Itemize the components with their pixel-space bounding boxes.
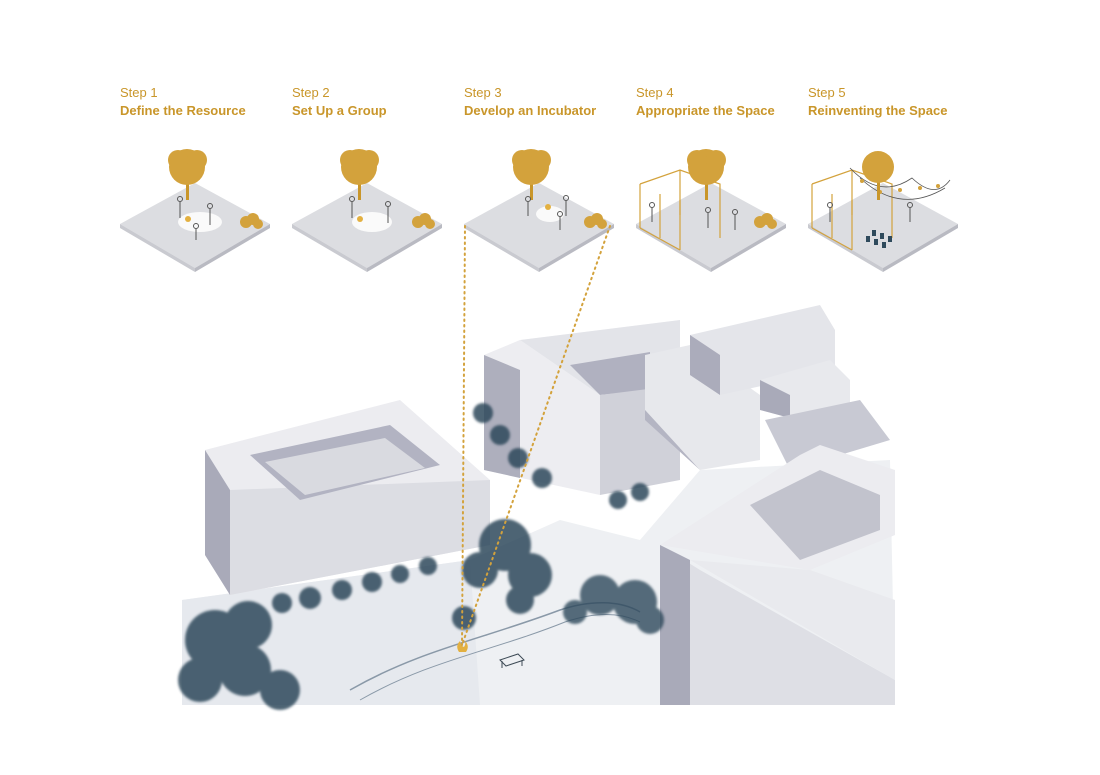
step-number: Step 2 <box>292 85 330 100</box>
tree-cluster-right <box>563 575 664 634</box>
people-icon <box>649 202 738 230</box>
tree-cluster-left <box>178 601 300 710</box>
people-icon <box>177 196 213 240</box>
tree-avenue <box>473 403 649 509</box>
tree-icon <box>862 151 894 200</box>
site-model <box>178 305 895 710</box>
fire-icon <box>457 641 468 652</box>
step-2: Step 2 Set Up a Group <box>292 84 462 120</box>
shrub-icon <box>584 213 607 229</box>
shrub-icon <box>240 213 263 229</box>
people-icon <box>349 196 391 223</box>
people-icon <box>827 202 913 222</box>
fire-icon <box>185 216 191 222</box>
step-1-panel <box>120 149 270 272</box>
tree-icon <box>687 149 726 200</box>
shrub-icon <box>412 213 435 229</box>
tree-row <box>272 557 437 613</box>
step-3-panel <box>464 149 614 272</box>
step-number: Step 1 <box>120 85 158 100</box>
step-2-panel <box>292 149 442 272</box>
people-icon <box>525 195 569 230</box>
string-lights-icon <box>849 167 951 200</box>
step-5-panel <box>808 151 958 272</box>
step-4-panel <box>636 149 786 272</box>
building-right-row <box>690 305 890 470</box>
step-1: Step 1 Define the Resource <box>120 84 290 120</box>
step-4: Step 4 Appropriate the Space <box>636 84 806 120</box>
step-5: Step 5 Reinventing the Space <box>808 84 978 120</box>
tree-icon <box>168 149 207 200</box>
bench-icon <box>499 653 525 668</box>
step-title: Appropriate the Space <box>636 103 775 118</box>
tree-icon <box>512 149 551 200</box>
step-title: Reinventing the Space <box>808 103 948 118</box>
step-number: Step 3 <box>464 85 502 100</box>
step-number: Step 5 <box>808 85 846 100</box>
step-title: Set Up a Group <box>292 103 387 118</box>
step-3-connector <box>461 225 611 646</box>
shrub-icon <box>754 213 777 229</box>
step-3: Step 3 Develop an Incubator <box>464 84 634 120</box>
step-title: Develop an Incubator <box>464 103 597 118</box>
tree-icon <box>340 149 379 200</box>
building-right-L <box>660 445 895 705</box>
step-number: Step 4 <box>636 85 674 100</box>
fire-icon <box>545 204 551 210</box>
building-left-block <box>205 400 490 595</box>
chairs <box>866 230 892 248</box>
step-title: Define the Resource <box>120 103 246 118</box>
fire-icon <box>357 216 363 222</box>
